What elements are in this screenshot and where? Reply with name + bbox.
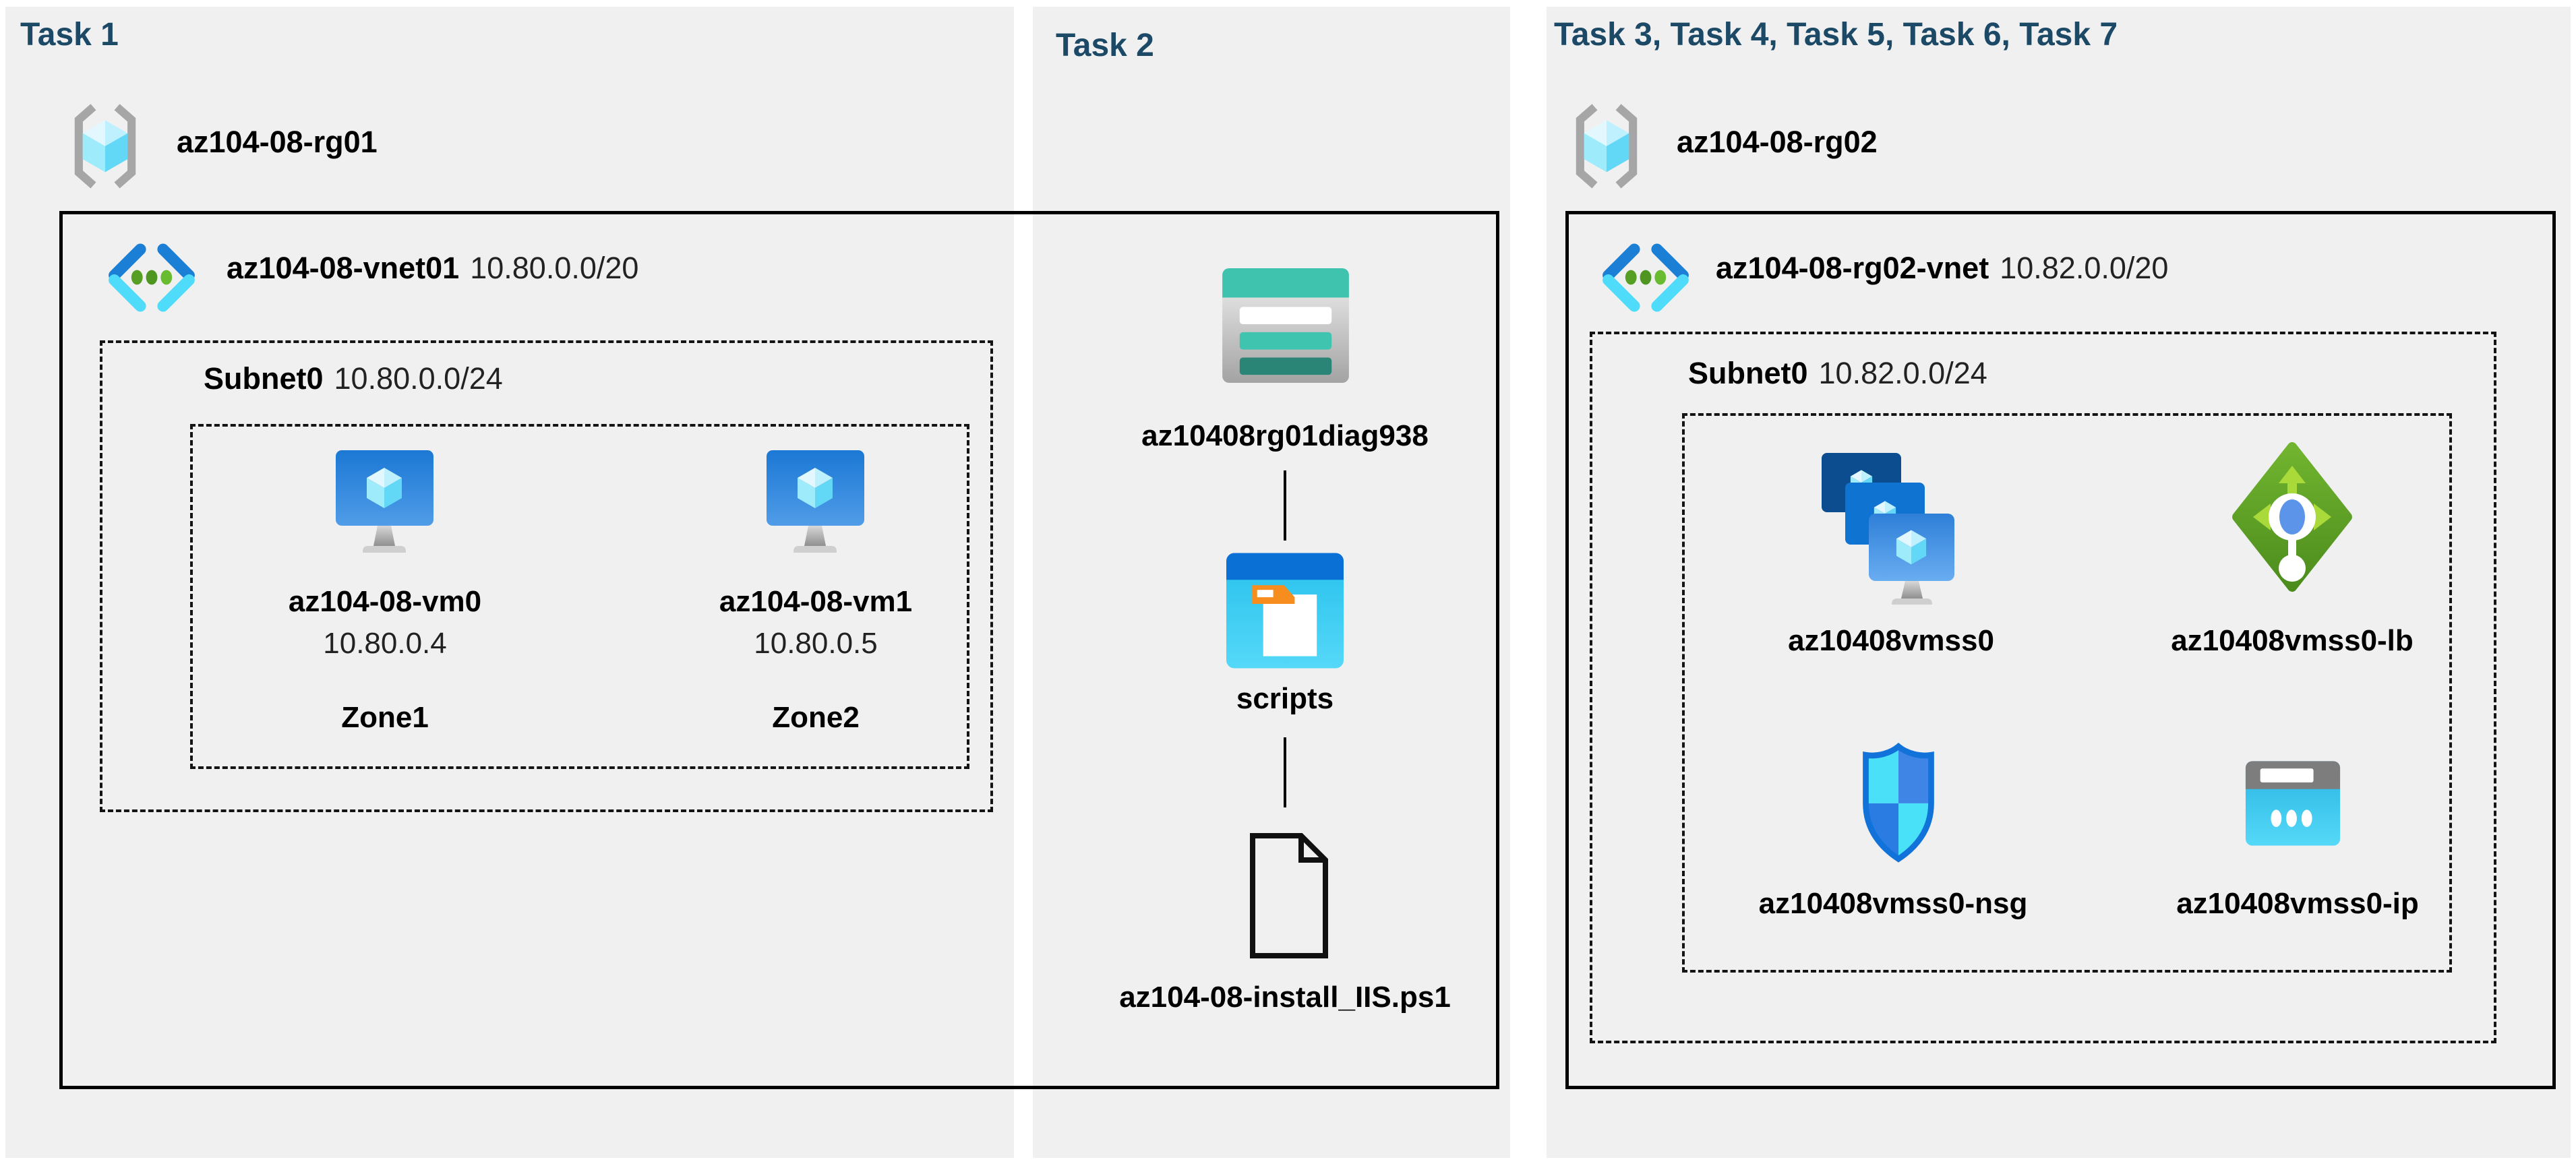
nsg-name: az10408vmss0-nsg [1758, 887, 2028, 920]
rg01-name: az104-08-rg01 [177, 125, 378, 159]
subnet0-name-rg02: Subnet0 [1688, 356, 1808, 390]
vm0-name: az104-08-vm0 [288, 585, 482, 618]
resource-group-icon [1565, 100, 1648, 191]
subnet0-name-rg01: Subnet0 [204, 361, 324, 396]
rg02-vnet-label: az104-08-rg02-vnet 10.82.0.0/20 [1716, 251, 2168, 286]
rg01-boundary-box [59, 211, 1499, 1089]
subnet0-cidr-rg01: 10.80.0.0/24 [334, 361, 503, 396]
rg02-vnet-cidr: 10.82.0.0/20 [2000, 251, 2169, 285]
vmss-name: az10408vmss0 [1788, 624, 1994, 657]
rg02-boundary-box [1565, 211, 2556, 1089]
subnet0-cidr-rg02: 10.82.0.0/24 [1818, 356, 1987, 390]
container-name: scripts [1236, 682, 1334, 715]
vm1-ip: 10.80.0.5 [754, 627, 878, 660]
panel-task1 [5, 7, 1014, 1158]
vm0-ip: 10.80.0.4 [323, 627, 447, 660]
subnet0-label-rg02: Subnet0 10.82.0.0/24 [1688, 356, 1987, 391]
task3-title: Task 3, Task 4, Task 5, Task 6, Task 7 [1554, 17, 2118, 53]
blob-container-icon [1226, 553, 1344, 669]
lb-name: az10408vmss0-lb [2171, 624, 2414, 657]
rg02-label: az104-08-rg02 [1677, 125, 1878, 160]
virtual-network-icon [1595, 243, 1696, 313]
zones-box [190, 424, 969, 769]
rg02-name: az104-08-rg02 [1677, 125, 1878, 159]
panel-task3 [1547, 7, 2571, 1158]
virtual-machine-icon [767, 450, 864, 561]
script-file-icon [1250, 833, 1328, 958]
load-balancer-icon [2232, 442, 2352, 592]
nsg-icon [1863, 742, 1934, 863]
resource-group-icon [64, 100, 146, 191]
public-ip-icon [2245, 761, 2341, 846]
rg01-label: az104-08-rg01 [177, 125, 378, 160]
vm1-zone: Zone2 [772, 701, 860, 734]
subnet0-box-rg02 [1590, 332, 2496, 1043]
vnet01-cidr: 10.80.0.0/20 [470, 251, 639, 285]
script-file-name: az104-08-install_IIS.ps1 [1119, 981, 1451, 1014]
virtual-machine-icon [336, 450, 433, 561]
storage-account-icon [1222, 268, 1349, 383]
vnet01-label: az104-08-vnet01 10.80.0.0/20 [227, 251, 638, 286]
subnet0-label-rg01: Subnet0 10.80.0.0/24 [204, 361, 503, 396]
task1-title: Task 1 [20, 17, 119, 53]
rg02-vnet-name: az104-08-rg02-vnet [1716, 251, 1989, 285]
storage-account-name: az10408rg01diag938 [1141, 419, 1429, 452]
vnet01-name: az104-08-vnet01 [227, 251, 460, 285]
vm1-name: az104-08-vm1 [719, 585, 913, 618]
subnet0-box-rg01 [100, 340, 993, 812]
virtual-network-icon [101, 243, 202, 313]
task2-title: Task 2 [1056, 28, 1154, 63]
ip-name: az10408vmss0-ip [2176, 887, 2419, 920]
connector-storage-scripts [1284, 470, 1286, 541]
vmss-resources-box [1682, 413, 2452, 973]
vm0-zone: Zone1 [341, 701, 429, 734]
vmss-icon [1822, 453, 1954, 605]
connector-scripts-file [1284, 737, 1286, 807]
